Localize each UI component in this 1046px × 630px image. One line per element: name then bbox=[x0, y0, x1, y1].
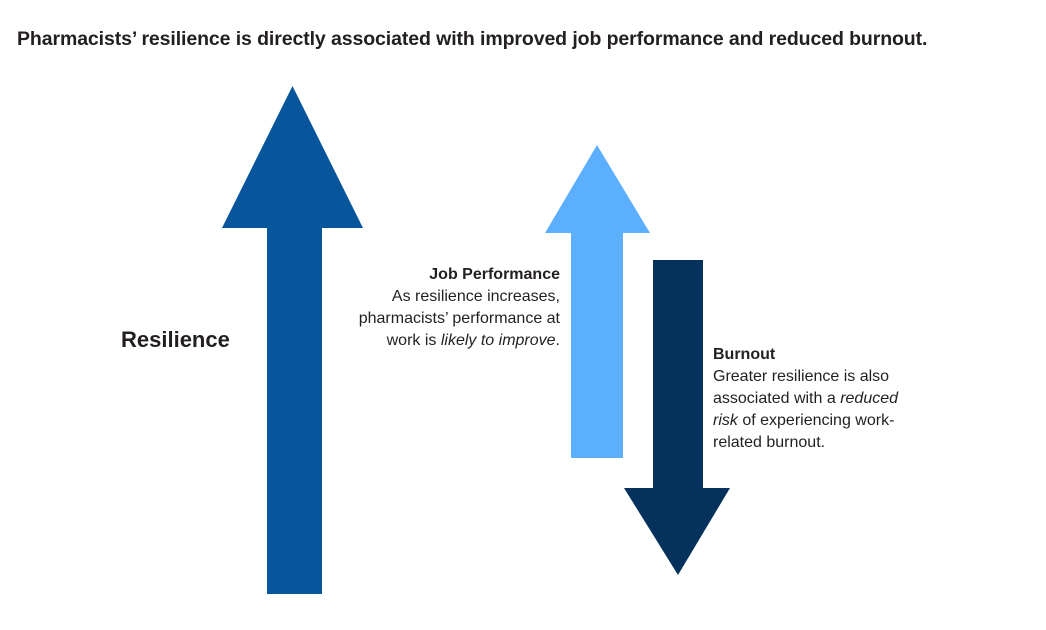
callout-burnout-body: Greater resilience is also associated wi… bbox=[713, 368, 899, 451]
burnout-down-arrow bbox=[624, 260, 730, 575]
callout-burnout-heading: Burnout bbox=[713, 346, 776, 363]
resilience-up-arrow bbox=[222, 86, 363, 594]
page-title: Pharmacists’ resilience is directly asso… bbox=[17, 28, 928, 50]
job-performance-up-arrow bbox=[545, 145, 650, 458]
callout-job-performance-heading: Job Performance bbox=[429, 266, 560, 283]
callout-job-performance-body: As resilience increases, pharmacists’ pe… bbox=[358, 288, 560, 349]
callout-job-performance: Job Performance As resilience increases,… bbox=[330, 264, 560, 352]
callout-burnout: Burnout Greater resilience is also assoc… bbox=[713, 344, 925, 454]
resilience-label: Resilience bbox=[121, 327, 230, 352]
